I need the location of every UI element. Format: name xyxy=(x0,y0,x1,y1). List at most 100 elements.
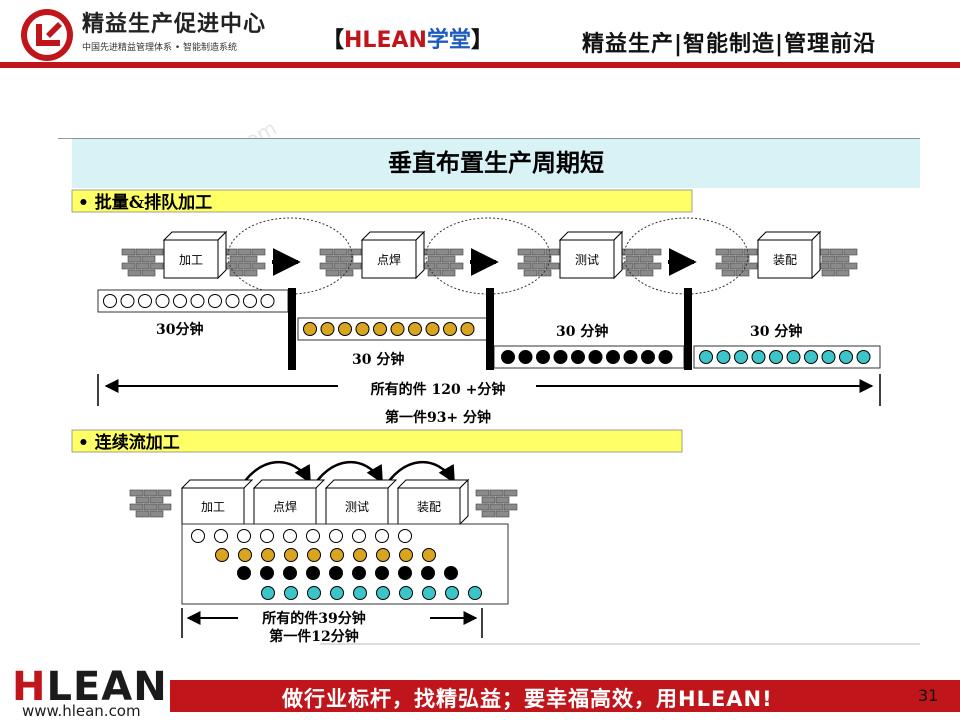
station-label: 测试 xyxy=(575,252,599,267)
brand-bracket-close: 】 xyxy=(470,28,493,53)
part-dot xyxy=(306,566,320,580)
part-dot xyxy=(445,586,459,600)
part-dot xyxy=(422,586,436,600)
part-dot xyxy=(606,350,620,364)
part-dot xyxy=(786,350,801,364)
part-dot xyxy=(375,529,389,543)
part-dot xyxy=(376,548,390,562)
title-band xyxy=(72,138,920,188)
batch-section-title: • 批量&排队加工 xyxy=(78,192,212,213)
part-dot xyxy=(352,529,366,543)
part-dot xyxy=(751,350,766,364)
part-dot xyxy=(553,350,568,364)
brand-bracket-open: 【 xyxy=(322,28,345,53)
brick-wall-icon xyxy=(475,489,518,518)
part-dot xyxy=(501,350,515,364)
part-dot xyxy=(173,294,187,308)
station-label: 加工 xyxy=(179,253,203,267)
org-logo-icon xyxy=(18,6,78,68)
brick-wall-icon xyxy=(129,489,172,518)
station-box-ceshi: 测试 xyxy=(558,230,624,280)
brick-wall-icon xyxy=(223,248,266,277)
flow-first-time: 第一件12分钟 xyxy=(269,628,358,645)
part-dot xyxy=(373,322,387,336)
part-dot xyxy=(408,322,422,336)
part-dot xyxy=(155,294,170,308)
part-dot xyxy=(243,294,257,308)
brick-wall-icon xyxy=(715,248,758,277)
part-dot xyxy=(398,566,412,580)
part-dot xyxy=(284,586,298,600)
part-dot xyxy=(307,548,321,562)
part-dot xyxy=(443,322,457,336)
part-dot xyxy=(330,548,344,562)
part-dot xyxy=(398,529,412,543)
part-dot xyxy=(375,566,389,580)
part-dot xyxy=(588,350,603,364)
part-dot xyxy=(734,350,748,364)
flow-section-band xyxy=(71,429,683,453)
part-dot xyxy=(716,350,731,364)
footer-url[interactable]: www.hlean.com xyxy=(22,702,141,720)
part-dot xyxy=(421,566,435,580)
part-dot xyxy=(284,548,298,562)
brick-wall-icon xyxy=(815,248,858,277)
part-dot xyxy=(353,586,367,600)
part-dot xyxy=(658,350,673,364)
brick-wall-icon xyxy=(517,248,560,277)
footer-logo-h: H xyxy=(12,664,47,710)
part-dot xyxy=(352,566,366,580)
org-name: 精益生产促进中心 xyxy=(82,12,267,37)
flow-parts-area xyxy=(181,523,509,605)
part-dot xyxy=(376,586,390,600)
batch-first-time: 第一件93+ 分钟 xyxy=(385,409,491,426)
part-dot xyxy=(283,529,297,543)
part-dot xyxy=(390,322,405,336)
part-dot xyxy=(237,566,251,580)
station-label: 点焊 xyxy=(377,252,401,267)
part-dot xyxy=(307,586,321,600)
part-dot xyxy=(225,294,240,308)
part-dot xyxy=(641,350,655,364)
stage-divider xyxy=(684,288,692,370)
station-box-jiagong: 加工 xyxy=(162,230,228,280)
part-dot xyxy=(444,566,458,580)
part-dot xyxy=(821,350,836,364)
header-divider xyxy=(0,62,960,68)
station-label: 点焊 xyxy=(273,499,297,514)
flow-box-jiagong: 加工 xyxy=(180,479,254,525)
part-dot xyxy=(769,350,783,364)
part-dot xyxy=(699,350,713,364)
batch-total-time: 所有的件 120 +分钟 xyxy=(371,381,506,398)
part-dot xyxy=(329,566,343,580)
station-label: 加工 xyxy=(201,500,225,514)
part-dot xyxy=(214,529,228,543)
part-dot xyxy=(839,350,853,364)
slide-title: 垂直布置生产周期短 xyxy=(388,148,604,177)
header-tagline: 精益生产|智能制造|管理前沿 xyxy=(582,32,877,57)
part-dot xyxy=(208,294,222,308)
diagram-canvas: 垂直布置生产周期短 • 批量&排队加工 加工 xyxy=(58,137,920,645)
part-dot xyxy=(338,322,352,336)
part-dot xyxy=(138,294,152,308)
part-dot xyxy=(260,566,274,580)
flow-box-ceshi: 测试 xyxy=(324,479,398,525)
part-dot xyxy=(103,294,117,308)
brick-wall-icon xyxy=(121,248,164,277)
flow-box-dianhan: 点焊 xyxy=(252,479,326,525)
brand-title: 【HLEAN学堂】 xyxy=(322,22,493,54)
part-dot xyxy=(425,322,440,336)
part-dot xyxy=(191,529,205,543)
flow-section-title: • 连续流加工 xyxy=(78,432,180,453)
part-dot xyxy=(330,586,344,600)
duration-dianhan: 30 分钟 xyxy=(352,351,404,368)
station-label: 测试 xyxy=(345,499,369,514)
part-dot xyxy=(353,548,367,562)
flow-total-time: 所有的件39分钟 xyxy=(262,610,365,627)
station-box-dianhan: 点焊 xyxy=(360,230,426,280)
page-number: 31 xyxy=(918,686,939,705)
brand-xuetang: 学堂 xyxy=(426,28,471,53)
part-dot xyxy=(303,322,317,336)
part-dot xyxy=(215,548,229,562)
part-dot xyxy=(260,294,275,308)
